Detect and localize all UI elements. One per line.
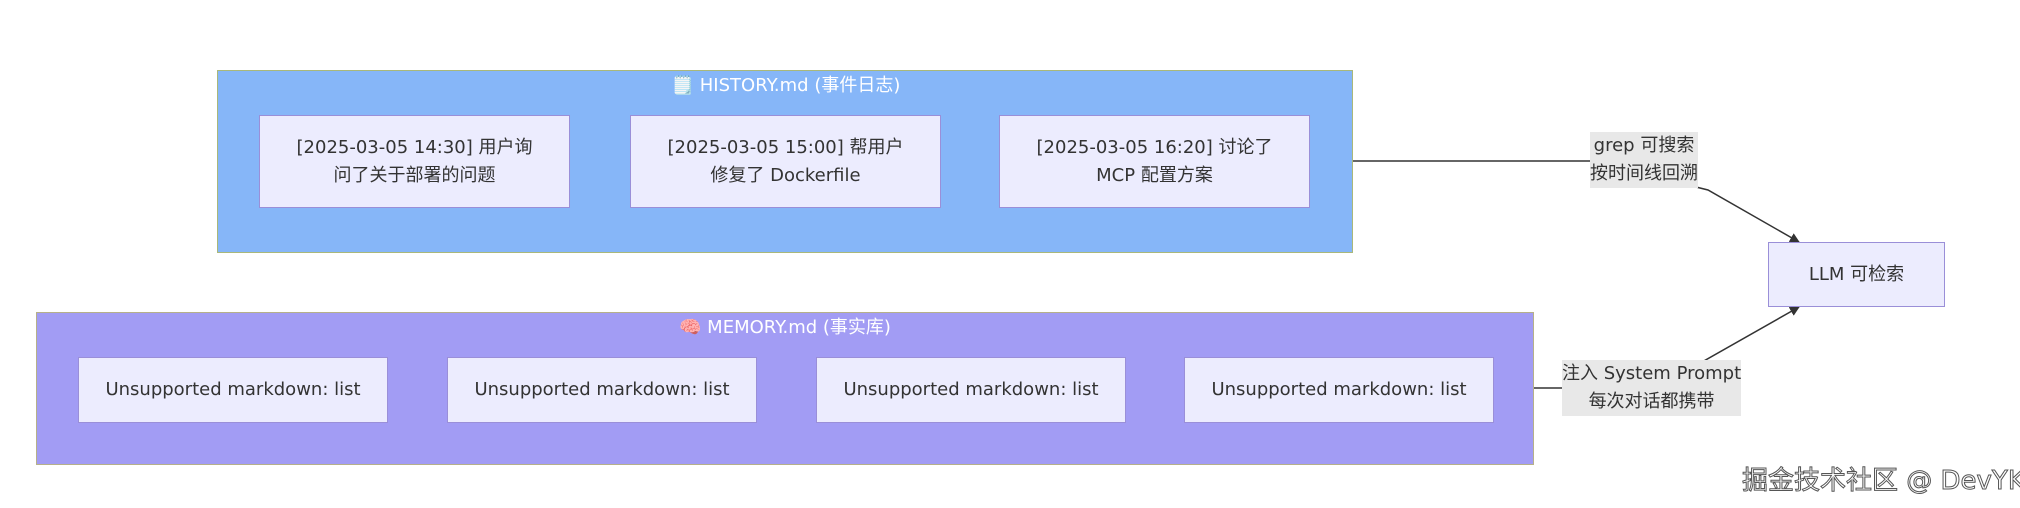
history-event-line1: [2025-03-05 14:30] 用户询	[296, 136, 533, 158]
llm-retrieval-label: LLM 可检索	[1808, 263, 1905, 285]
history-event-line2: 修复了 Dockerfile	[710, 164, 861, 186]
history-group-title: 🗒️ HISTORY.md (事件日志)	[671, 75, 901, 96]
memory-fact-node: Unsupported markdown: list	[1184, 357, 1494, 423]
history-edge-label: grep 可搜索 按时间线回溯	[1590, 132, 1698, 188]
memory-fact-label: Unsupported markdown: list	[474, 379, 730, 400]
history-group: 🗒️ HISTORY.md (事件日志) [2025-03-05 14:30] …	[217, 70, 1353, 253]
history-edge-label-line1: grep 可搜索	[1593, 135, 1695, 156]
memory-fact-node: Unsupported markdown: list	[816, 357, 1126, 423]
memory-fact-node: Unsupported markdown: list	[447, 357, 757, 423]
memory-fact-label: Unsupported markdown: list	[843, 379, 1099, 400]
memory-fact-node: Unsupported markdown: list	[78, 357, 388, 423]
memory-edge-label: 注入 System Prompt 每次对话都携带	[1562, 360, 1742, 416]
memory-fact-label: Unsupported markdown: list	[105, 379, 361, 400]
memory-group: 🧠 MEMORY.md (事实库) Unsupported markdown: …	[36, 312, 1534, 465]
llm-retrieval-node: LLM 可检索	[1768, 242, 1945, 307]
history-event-line1: [2025-03-05 16:20] 讨论了	[1036, 136, 1273, 158]
memory-edge-label-line2: 每次对话都携带	[1588, 391, 1715, 412]
history-event-line1: [2025-03-05 15:00] 帮用户	[667, 136, 904, 158]
history-event-line2: MCP 配置方案	[1096, 164, 1213, 186]
history-event-node: [2025-03-05 14:30] 用户询 问了关于部署的问题	[259, 115, 570, 208]
history-edge-label-line2: 按时间线回溯	[1590, 163, 1698, 184]
history-event-node: [2025-03-05 15:00] 帮用户 修复了 Dockerfile	[630, 115, 941, 208]
history-event-node: [2025-03-05 16:20] 讨论了 MCP 配置方案	[999, 115, 1310, 208]
memory-fact-label: Unsupported markdown: list	[1211, 379, 1467, 400]
watermark: 掘金技术社区 @ DevYK	[1742, 466, 2020, 497]
memory-edge-label-line1: 注入 System Prompt	[1562, 363, 1742, 384]
history-event-line2: 问了关于部署的问题	[333, 164, 496, 186]
edge-history-to-llm	[1353, 160, 1800, 243]
memory-group-title: 🧠 MEMORY.md (事实库)	[679, 317, 891, 338]
